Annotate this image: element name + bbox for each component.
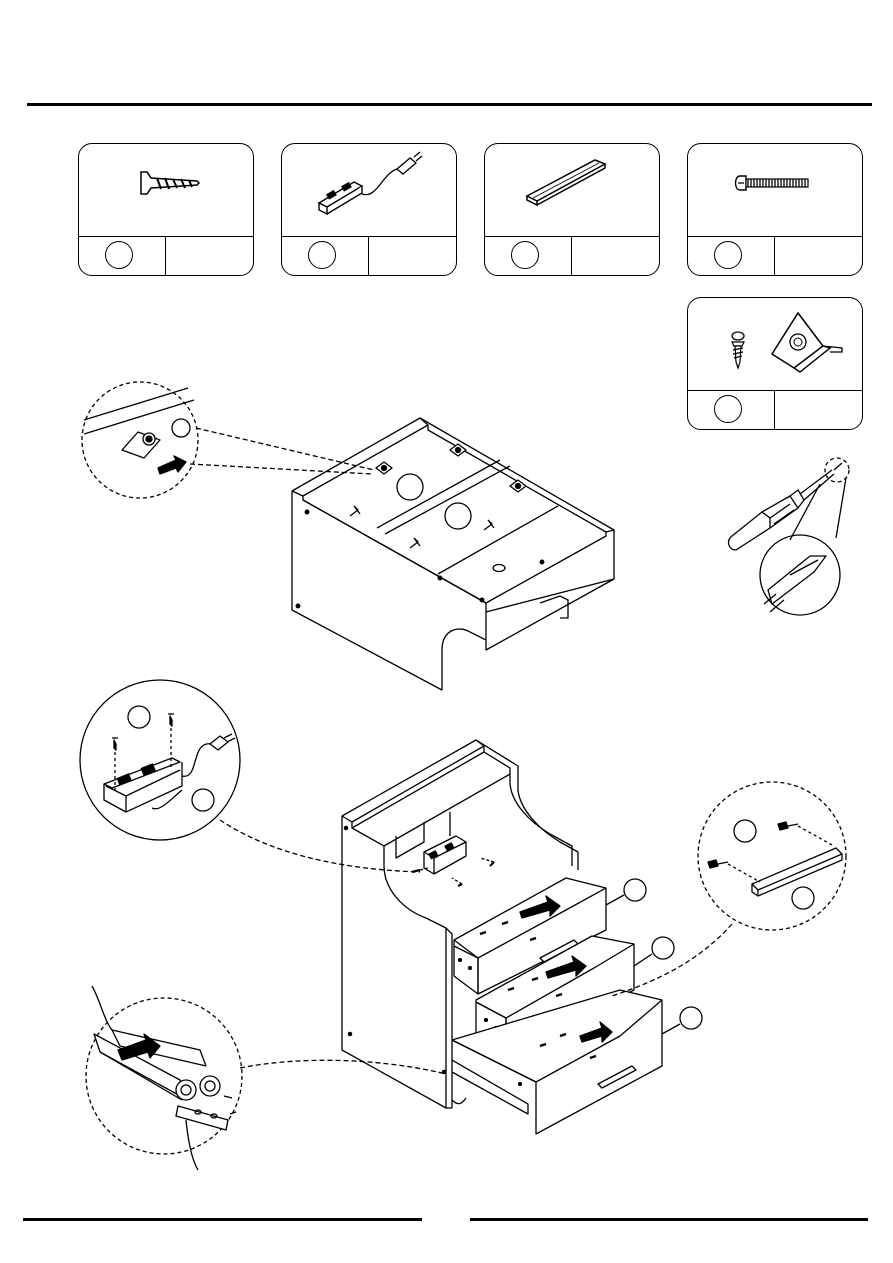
footer-rule-left bbox=[23, 1218, 422, 1221]
leader-line bbox=[190, 428, 374, 474]
cabinet-upright-view bbox=[342, 740, 702, 1134]
leader-line bbox=[240, 1060, 446, 1074]
outlet-detail-callout bbox=[80, 680, 240, 840]
footer-rule-right bbox=[470, 1218, 868, 1221]
phillips-screwdriver-icon bbox=[729, 458, 849, 615]
bracket-detail-callout bbox=[82, 382, 198, 498]
drawer-slide-detail-callout bbox=[86, 986, 242, 1170]
leader-line bbox=[220, 820, 420, 872]
handle-detail-callout bbox=[698, 782, 846, 930]
cabinet-top-view bbox=[292, 418, 614, 690]
